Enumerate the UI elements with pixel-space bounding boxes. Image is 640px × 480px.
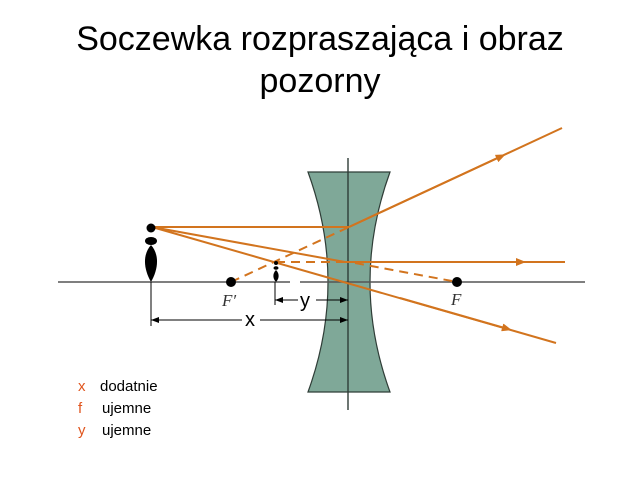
rays	[151, 127, 565, 344]
legend-symbol: y	[78, 422, 86, 439]
virtual-ray-extensions	[230, 226, 453, 283]
focal-left-label: F′	[221, 291, 236, 310]
focal-point-right	[452, 277, 462, 287]
legend-text: dodatnie	[100, 378, 158, 395]
focal-point-left	[226, 277, 236, 287]
focal-right-label: F	[450, 290, 462, 309]
x-label: x	[245, 309, 255, 331]
legend-text: ujemne	[102, 400, 152, 417]
virtual-image	[273, 261, 279, 282]
y-label: y	[300, 290, 310, 312]
title-line-1: Soczewka rozpraszająca i obraz	[76, 20, 564, 58]
title-line-2: pozorny	[259, 62, 381, 100]
legend-item-x: x dodatnie	[78, 376, 158, 398]
legend-item-y: y ujemne	[78, 420, 158, 442]
legend-symbol: x	[78, 378, 86, 395]
legend-symbol: f	[78, 400, 83, 417]
legend-text: ujemne	[102, 422, 152, 439]
legend-item-f: f ujemne	[78, 398, 158, 420]
sign-convention-legend: x dodatnie f ujemne y ujemne	[78, 376, 158, 442]
page-title: Soczewka rozpraszająca i obraz pozorny	[0, 18, 640, 102]
object-figure	[144, 223, 158, 282]
